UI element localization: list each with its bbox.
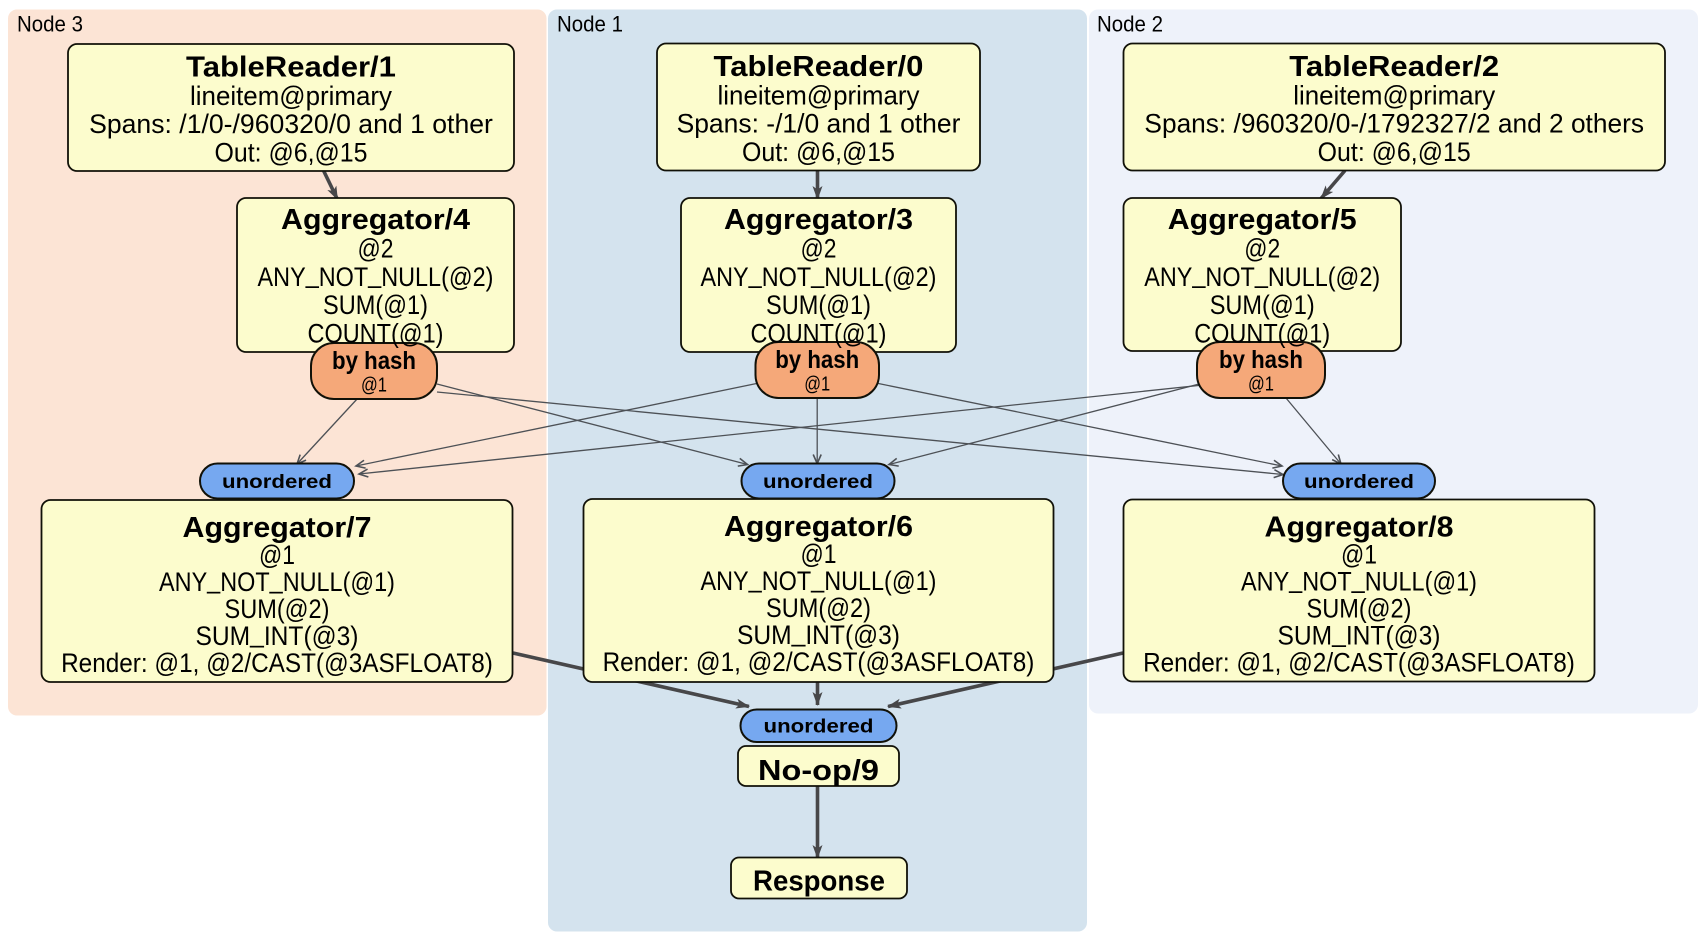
svg-text:Aggregator/7: Aggregator/7 xyxy=(183,512,372,544)
svg-text:Spans: /960320/0-/1792327/2 an: Spans: /960320/0-/1792327/2 and 2 others xyxy=(1144,108,1644,138)
svg-text:TableReader/1: TableReader/1 xyxy=(186,51,396,83)
svg-text:SUM(@1): SUM(@1) xyxy=(1210,291,1315,321)
svg-text:Aggregator/4: Aggregator/4 xyxy=(281,204,470,236)
svg-text:lineitem@primary: lineitem@primary xyxy=(1293,80,1496,111)
svg-text:SUM_INT(@3): SUM_INT(@3) xyxy=(1278,618,1441,650)
svg-text:@1: @1 xyxy=(259,540,295,570)
svg-text:@2: @2 xyxy=(801,234,837,264)
svg-text:lineitem@primary: lineitem@primary xyxy=(190,80,393,111)
svg-text:Aggregator/6: Aggregator/6 xyxy=(724,511,913,543)
svg-text:unordered: unordered xyxy=(763,471,873,492)
svg-text:Spans: /1/0-/960320/0 and 1 ot: Spans: /1/0-/960320/0 and 1 other xyxy=(89,109,493,139)
svg-text:SUM_INT(@3): SUM_INT(@3) xyxy=(737,618,900,650)
svg-text:Render: @1, @2/CAST(@3ASFLOAT8: Render: @1, @2/CAST(@3ASFLOAT8) xyxy=(61,649,493,678)
svg-text:by hash: by hash xyxy=(1219,347,1303,374)
svg-text:Out: @6,@15: Out: @6,@15 xyxy=(215,137,368,168)
svg-text:Aggregator/5: Aggregator/5 xyxy=(1168,204,1357,236)
svg-text:ANY_NOT_NULL(@2): ANY_NOT_NULL(@2) xyxy=(701,259,937,292)
svg-text:No-op/9: No-op/9 xyxy=(758,754,879,787)
svg-text:COUNT(@1): COUNT(@1) xyxy=(308,319,444,349)
svg-text:@1: @1 xyxy=(1341,540,1377,570)
svg-text:SUM(@2): SUM(@2) xyxy=(766,594,871,624)
svg-text:Spans: -/1/0 and 1 other: Spans: -/1/0 and 1 other xyxy=(677,108,961,138)
svg-text:ANY_NOT_NULL(@1): ANY_NOT_NULL(@1) xyxy=(159,564,395,597)
svg-text:Render: @1, @2/CAST(@3ASFLOAT8: Render: @1, @2/CAST(@3ASFLOAT8) xyxy=(603,648,1035,677)
svg-text:SUM_INT(@3): SUM_INT(@3) xyxy=(196,619,359,651)
svg-text:SUM(@1): SUM(@1) xyxy=(323,291,428,321)
svg-text:ANY_NOT_NULL(@2): ANY_NOT_NULL(@2) xyxy=(1144,259,1380,292)
svg-text:Node 1: Node 1 xyxy=(557,12,623,37)
svg-text:COUNT(@1): COUNT(@1) xyxy=(751,319,887,349)
svg-text:TableReader/2: TableReader/2 xyxy=(1289,51,1499,83)
svg-text:TableReader/0: TableReader/0 xyxy=(714,51,924,83)
svg-text:COUNT(@1): COUNT(@1) xyxy=(1194,319,1330,349)
svg-text:SUM(@2): SUM(@2) xyxy=(225,595,330,625)
svg-text:Aggregator/8: Aggregator/8 xyxy=(1265,511,1454,543)
svg-text:ANY_NOT_NULL(@1): ANY_NOT_NULL(@1) xyxy=(1241,564,1477,597)
svg-text:by hash: by hash xyxy=(332,348,416,375)
svg-text:@1: @1 xyxy=(801,539,837,569)
svg-text:@2: @2 xyxy=(358,234,394,264)
svg-text:SUM(@2): SUM(@2) xyxy=(1307,594,1412,624)
svg-text:@1: @1 xyxy=(1248,372,1274,395)
svg-text:@1: @1 xyxy=(361,373,387,396)
svg-text:Render: @1, @2/CAST(@3ASFLOAT8: Render: @1, @2/CAST(@3ASFLOAT8) xyxy=(1143,648,1575,677)
svg-text:ANY_NOT_NULL(@1): ANY_NOT_NULL(@1) xyxy=(701,563,937,596)
svg-text:by hash: by hash xyxy=(775,347,859,374)
svg-text:Node 2: Node 2 xyxy=(1097,12,1163,37)
svg-text:ANY_NOT_NULL(@2): ANY_NOT_NULL(@2) xyxy=(258,259,494,292)
svg-text:@2: @2 xyxy=(1244,234,1280,264)
svg-text:SUM(@1): SUM(@1) xyxy=(766,291,871,321)
svg-text:@1: @1 xyxy=(804,372,830,395)
svg-text:unordered: unordered xyxy=(222,471,332,492)
svg-text:lineitem@primary: lineitem@primary xyxy=(718,80,921,111)
svg-text:Aggregator/3: Aggregator/3 xyxy=(724,204,913,236)
svg-text:Response: Response xyxy=(753,864,885,897)
svg-text:unordered: unordered xyxy=(764,716,874,737)
svg-text:Out: @6,@15: Out: @6,@15 xyxy=(1318,136,1471,167)
svg-text:Out: @6,@15: Out: @6,@15 xyxy=(742,136,895,167)
svg-text:unordered: unordered xyxy=(1304,471,1414,492)
svg-text:Node 3: Node 3 xyxy=(17,12,83,37)
